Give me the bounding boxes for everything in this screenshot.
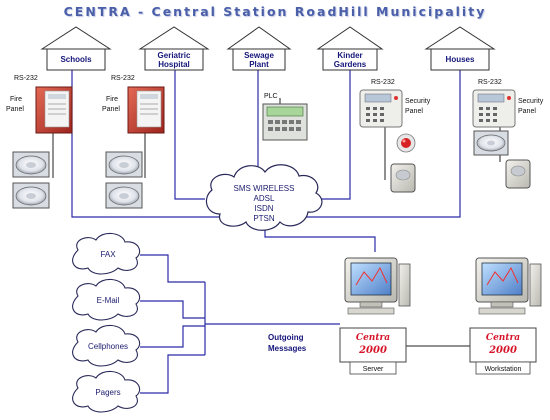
cloud-icon [72, 232, 141, 275]
house-outline-icon [316, 26, 384, 50]
rs232-label: RS-232 [14, 75, 38, 82]
svg-text:2000: 2000 [488, 345, 517, 356]
building-schools: Schools [40, 26, 112, 71]
fire-panel-label: Fire [106, 96, 118, 103]
server-station: Centra 2000 Server [339, 257, 411, 375]
svg-text:2000: 2000 [358, 345, 387, 356]
house-outline-icon [424, 26, 496, 50]
outgoing-fax-cloud: FAX [72, 232, 141, 275]
centra-logo: Centra 2000 [339, 327, 407, 363]
fire-panel-icon [127, 86, 165, 134]
svg-text:Centra: Centra [486, 333, 520, 343]
smoke-detector-icon [12, 182, 50, 209]
outgoing-label-line: Outgoing [268, 333, 304, 342]
building-houses: Houses [424, 26, 496, 71]
server-label: Server [363, 366, 384, 373]
building-geriatric-hospital: Geriatric Hospital [138, 26, 210, 71]
sewage-devices: PLC [262, 93, 308, 141]
outgoing-label-line: Messages [268, 344, 307, 353]
siren-icon [396, 133, 416, 153]
workstation-label: Workstation [485, 366, 522, 373]
computer-tower-icon [398, 263, 411, 307]
house-outline-icon [226, 26, 292, 50]
hospital-devices: RS-232 Fire Panel [102, 75, 165, 209]
crt-monitor-icon [344, 257, 411, 315]
cloud-icon [205, 164, 323, 231]
motion-sensor-icon [505, 159, 531, 189]
outgoing-email-cloud: E-Mail [72, 278, 141, 321]
cloud-text: PTSN [253, 214, 275, 223]
building-sewage-plant: Sewage Plant [226, 26, 292, 71]
cloud-text: SMS WIRELESS [234, 184, 295, 193]
building-label: Plant [249, 60, 269, 69]
channel-label: Cellphones [88, 342, 128, 351]
cloud-icon [72, 278, 141, 321]
building-label: Sewage [244, 51, 274, 60]
crt-monitor-icon [475, 257, 542, 315]
building-label: Houses [446, 55, 475, 64]
rs232-label: RS-232 [371, 79, 395, 86]
building-kinder-gardens: Kinder Gardens [316, 26, 384, 71]
rs232-label: RS-232 [111, 75, 135, 82]
centra-logo: Centra 2000 [469, 327, 537, 363]
smoke-detector-icon [105, 182, 143, 209]
outgoing-cellphones-cloud: Cellphones [72, 324, 141, 367]
fire-panel-label: Panel [102, 106, 120, 113]
smoke-detector-icon [473, 130, 509, 156]
cloud-icon [72, 370, 141, 413]
house-outline-icon [138, 26, 210, 50]
network-cloud: SMS WIRELESS ADSL ISDN PTSN [205, 164, 323, 231]
fire-panel-label: Panel [6, 106, 24, 113]
workstation: Centra 2000 Workstation [469, 257, 542, 375]
page-title: CENTRA - Central Station RoadHill Munici… [63, 4, 487, 19]
building-label: Gardens [334, 60, 367, 69]
fire-panel-icon [35, 86, 73, 134]
building-label: Kinder [337, 51, 362, 60]
rs232-label: RS-232 [478, 79, 502, 86]
motion-sensor-icon [390, 163, 416, 193]
outgoing-pagers-cloud: Pagers [72, 370, 141, 413]
security-keypad-icon [472, 89, 516, 128]
smoke-detector-icon [105, 151, 143, 178]
computer-tower-icon [529, 263, 542, 307]
security-keypad-icon [359, 89, 403, 128]
svg-text:Centra: Centra [356, 333, 390, 343]
plc-unit-icon [262, 103, 308, 141]
security-panel-label: Panel [405, 108, 423, 115]
cloud-text: ADSL [254, 194, 275, 203]
outgoing-messages-label: Outgoing Messages [268, 333, 307, 353]
security-panel-label: Security [405, 98, 431, 105]
cloud-icon [72, 324, 141, 367]
plc-label: PLC [264, 93, 278, 100]
channel-label: E-Mail [97, 296, 120, 305]
smoke-detector-icon [12, 151, 50, 178]
building-label: Geriatric [158, 51, 191, 60]
schools-devices: RS-232 Fire Panel [6, 75, 73, 209]
kinder-devices: RS-232 Security Panel [359, 79, 431, 193]
channel-label: Pagers [95, 388, 120, 397]
cloud-text: ISDN [254, 204, 273, 213]
connection-lines [52, 70, 501, 394]
building-label: Schools [60, 55, 92, 64]
building-label: Hospital [158, 60, 190, 69]
channel-label: FAX [100, 250, 116, 259]
fire-panel-label: Fire [10, 96, 22, 103]
security-panel-label: Security [518, 98, 544, 105]
security-panel-label: Panel [518, 108, 536, 115]
house-outline-icon [40, 26, 112, 50]
houses-devices: RS-232 Security Panel [472, 79, 544, 189]
